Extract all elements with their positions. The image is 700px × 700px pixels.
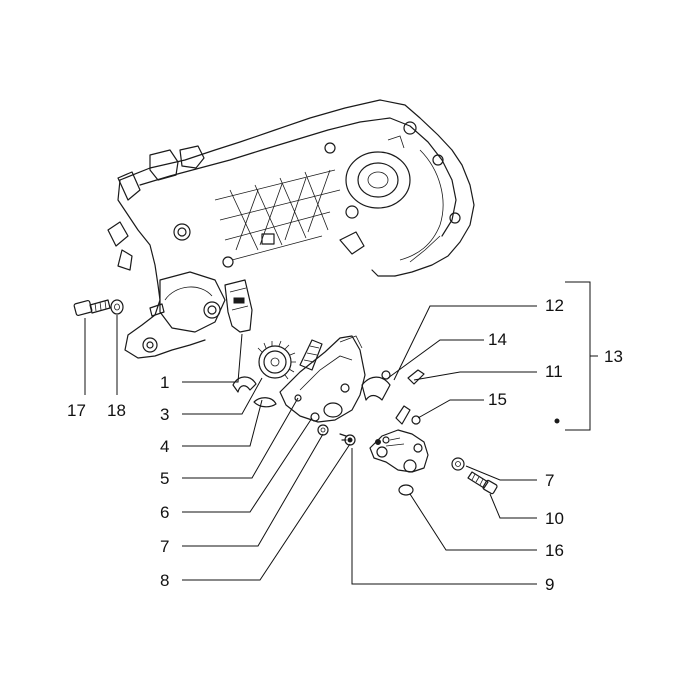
part-pump-fitting <box>375 436 390 445</box>
part-16-oring <box>398 484 414 496</box>
part-10-bolt <box>467 471 498 495</box>
callout-16: 16 <box>545 541 564 560</box>
part-8-screw <box>339 433 356 446</box>
callout-14: 14 <box>488 330 507 349</box>
part-11-hose <box>361 376 391 401</box>
callout-11: 11 <box>545 362 563 381</box>
callout-13: 13 <box>604 347 623 366</box>
part-18-nut <box>110 299 124 315</box>
part-5-pump-cover <box>279 335 366 423</box>
callout-18: 18 <box>107 401 126 420</box>
callout-7-left: 7 <box>160 537 169 556</box>
crankcase-housing <box>107 99 475 359</box>
part-hose-upper <box>407 369 425 385</box>
part-14-clip <box>381 370 391 380</box>
leader-lines <box>84 281 598 585</box>
callout-5: 5 <box>160 469 169 488</box>
callout-17: 17 <box>67 401 86 420</box>
part-hose-lower <box>395 405 411 425</box>
callout-1: 1 <box>160 373 169 392</box>
callout-9: 9 <box>545 575 554 594</box>
callout-3: 3 <box>160 405 169 424</box>
part-7-dowel-left <box>317 424 329 436</box>
part-chain <box>299 339 323 371</box>
callout-7-right: 7 <box>545 471 554 490</box>
part-15-clip <box>411 415 421 425</box>
callout-labels: 17 18 1 3 4 5 6 7 8 12 14 11 15 13 7 10 … <box>67 296 623 594</box>
part-17-bolt <box>73 299 111 317</box>
callout-8: 8 <box>160 571 169 590</box>
part-stud <box>149 303 165 317</box>
callout-10: 10 <box>545 509 564 528</box>
callout-15: 15 <box>488 390 507 409</box>
callout-12: 12 <box>545 296 564 315</box>
part-7-dowel-right <box>451 457 465 471</box>
part-3-gear <box>257 340 296 380</box>
part-9-pump <box>369 429 429 473</box>
callout-6: 6 <box>160 503 169 522</box>
callout-4: 4 <box>160 437 169 456</box>
part-1-guide <box>224 279 253 333</box>
